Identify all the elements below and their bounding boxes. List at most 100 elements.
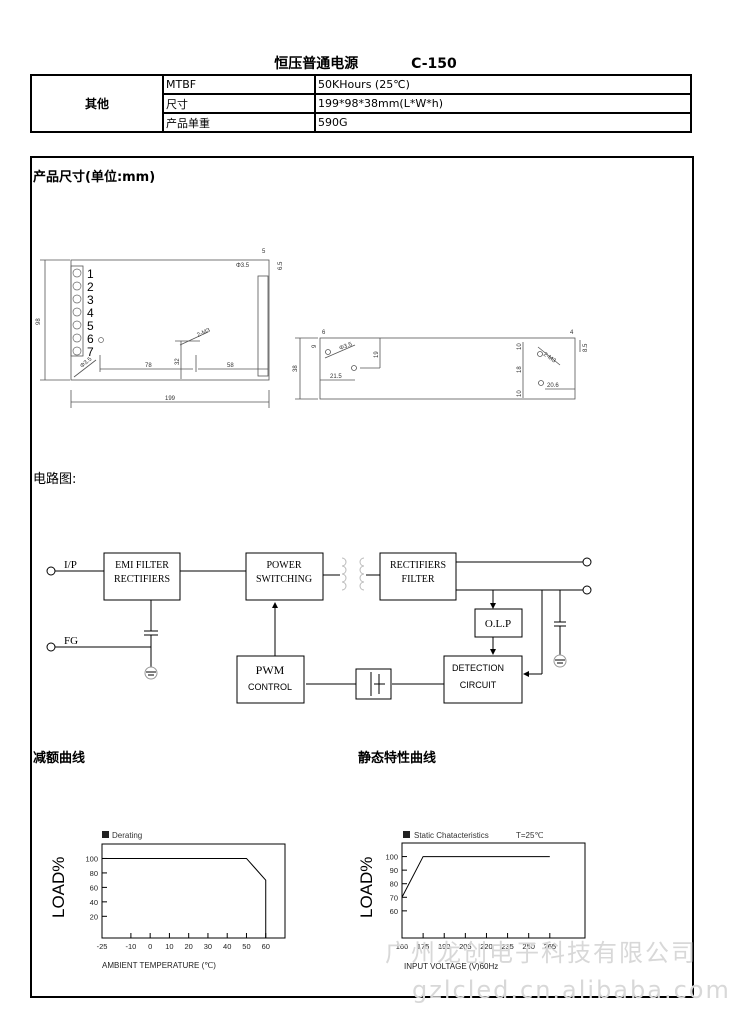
input-terminal [46, 566, 56, 576]
y-tick-label: 80 [90, 869, 98, 878]
dim-m3: 2-M3 [196, 327, 212, 338]
x-tick-label: 30 [204, 942, 212, 951]
side-view-drawing: 38 6 9 19 21.5 Φ3.5 4 8.5 10 18 10 20.6 … [293, 330, 589, 400]
x-tick-label: 250 [522, 942, 535, 951]
heatsink [257, 275, 269, 377]
terminal-label: 7 [87, 345, 94, 359]
dim-width: 98 [36, 318, 42, 325]
emi-filter-block [103, 552, 181, 601]
dim-hole-phi: Φ3.5 [236, 263, 250, 269]
series-line [401, 856, 550, 898]
pwm-control-block [236, 655, 305, 704]
dim-height: 38 [293, 365, 299, 372]
terminal-label: 2 [87, 280, 94, 294]
x-tick-label: 205 [459, 942, 472, 951]
x-tick-label: 50 [242, 942, 250, 951]
fg-label: FG [64, 635, 78, 647]
derating-title: 减额曲线 [33, 751, 86, 766]
power-label-2: SWITCHING [256, 574, 312, 585]
dim-20-6: 20.6 [547, 383, 559, 389]
dim-19: 19 [374, 351, 380, 358]
y-tick-label: 70 [390, 893, 398, 902]
spec-key: 产品单重 [162, 112, 316, 133]
static-chart: Static Chatacteristics T=25℃ LOAD% INPUT… [357, 831, 586, 971]
olp-block [474, 608, 523, 638]
terminal-block [70, 265, 84, 357]
dim-m3: 2-M3 [542, 352, 557, 365]
input-label: I/P [64, 559, 77, 571]
plot-area [101, 843, 286, 939]
dim-21-5: 21.5 [330, 374, 342, 380]
rect-label-1: RECTIFIERS [390, 560, 446, 571]
x-tick-label: 190 [438, 942, 451, 951]
output-terminal-pos [582, 557, 592, 567]
y-tick-label: 90 [390, 866, 398, 875]
category-cell: 其他 [30, 74, 164, 133]
dim-78: 78 [145, 363, 152, 369]
dim-10-bottom: 10 [517, 390, 523, 397]
dim-8-5: 8.5 [583, 343, 589, 352]
terminal-label: 3 [87, 293, 94, 307]
series-line [102, 857, 267, 938]
spec-key: MTBF [162, 74, 316, 95]
power-label-1: POWER [267, 560, 302, 571]
x-tick-label: 60 [262, 942, 270, 951]
fg-terminal [46, 642, 56, 652]
terminal-screws [72, 268, 104, 356]
x-tick-label: 235 [501, 942, 514, 951]
x-tick-label: 265 [544, 942, 557, 951]
table-row: 其他 MTBF 50KHours (25℃) [30, 74, 692, 133]
circuit-title: 电路图: [33, 472, 77, 487]
x-axis-label: INPUT VOLTAGE (V)60Hz [404, 962, 498, 971]
detection-label-1: DETECTION [452, 663, 504, 673]
power-switching-block [245, 552, 324, 601]
y-axis-label: LOAD% [357, 857, 376, 918]
x-tick-label: -10 [125, 942, 136, 951]
terminal-label: 4 [87, 306, 94, 320]
x-tick-label: 0 [148, 942, 152, 951]
y-tick-label: 100 [385, 853, 398, 862]
detection-block [443, 655, 523, 704]
ground-icon [144, 666, 158, 680]
x-tick-label: 160 [396, 942, 409, 951]
x-tick-label: -25 [97, 942, 108, 951]
dim-6-5: 6.5 [278, 261, 284, 270]
rect-label-2: FILTER [402, 574, 435, 585]
terminal-label: 6 [87, 332, 94, 346]
y-tick-label: 80 [390, 880, 398, 889]
output-terminal-neg [582, 585, 592, 595]
spec-value: 590G [314, 112, 692, 133]
dim-6: 6 [322, 330, 326, 336]
y-tick-label: 40 [90, 898, 98, 907]
x-tick-label: 175 [417, 942, 430, 951]
derating-chart: Derating LOAD% AMBIENT TEMPERATURE (℃) -… [49, 831, 286, 970]
dim-18: 18 [517, 366, 523, 373]
legend-label: Static Chatacteristics [414, 831, 489, 840]
y-tick-label: 20 [90, 912, 98, 921]
y-tick-label: 60 [390, 907, 398, 916]
rectifiers-filter-block [379, 552, 457, 601]
dim-58: 58 [227, 363, 234, 369]
y-axis-label: LOAD% [49, 857, 68, 918]
transformer-icon [341, 557, 365, 591]
temperature-annotation: T=25℃ [516, 831, 543, 840]
plot-area [401, 842, 586, 939]
legend-swatch [102, 831, 109, 838]
emi-label-2: RECTIFIERS [114, 574, 170, 585]
optocoupler-icon [355, 668, 392, 700]
x-axis-label: AMBIENT TEMPERATURE (℃) [102, 961, 216, 970]
watermark-company: 广州龙创电子科技有限公司 [385, 939, 697, 967]
ground-icon [553, 654, 567, 668]
dim-hole-phi: Φ3.5 [339, 342, 354, 352]
dim-length: 199 [165, 396, 176, 402]
dim-32: 32 [175, 358, 181, 365]
document-title: 恒压普通电源 C-150 [0, 53, 731, 73]
pwm-label-1: PWM [256, 663, 285, 677]
product-name: 恒压普通电源 [274, 56, 359, 72]
y-tick-label: 100 [85, 854, 98, 863]
spec-value: 50KHours (25℃) [314, 74, 692, 95]
dim-10-top: 10 [517, 343, 523, 350]
pwm-label-2: CONTROL [248, 682, 292, 692]
dimensions-title: 产品尺寸(单位:mm) [33, 170, 156, 185]
dim-5: 5 [262, 249, 266, 255]
